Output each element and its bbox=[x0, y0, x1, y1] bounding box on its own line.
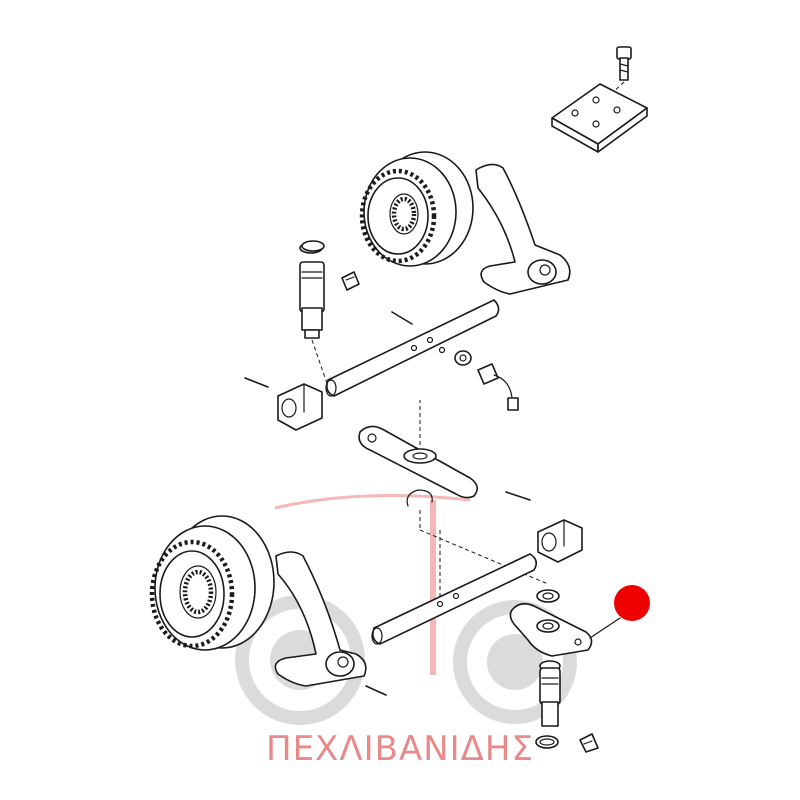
lower-gear-hub bbox=[149, 515, 275, 651]
lower-shift-fork bbox=[274, 551, 367, 687]
upper-gear-hub bbox=[359, 151, 474, 267]
shift-lever-plate bbox=[358, 400, 478, 499]
o-ring bbox=[535, 735, 559, 749]
lower-detent-block bbox=[537, 519, 583, 563]
lower-plunger bbox=[539, 660, 561, 727]
o-ring bbox=[301, 240, 325, 252]
watermark-wordmark: ΠΕΧΛΙΒΑΝΙΔΗΣ bbox=[266, 729, 534, 769]
snap-ring bbox=[406, 489, 549, 585]
cover-plate bbox=[551, 83, 648, 153]
callout-leader-line bbox=[589, 617, 621, 639]
roll-pin bbox=[244, 377, 269, 388]
upper-detent-block bbox=[277, 383, 323, 431]
small-screw bbox=[341, 271, 360, 291]
upper-plunger bbox=[299, 242, 331, 393]
watermark-right-hub bbox=[487, 634, 543, 690]
small-screw bbox=[579, 733, 599, 753]
washer bbox=[536, 589, 560, 603]
callout-marker[interactable] bbox=[589, 585, 650, 639]
watermark-roof-line bbox=[274, 494, 471, 510]
roll-pin bbox=[391, 311, 413, 325]
lower-lever bbox=[509, 602, 593, 657]
callout-dot[interactable] bbox=[614, 585, 650, 621]
roll-pin bbox=[365, 685, 387, 696]
sensor-switch bbox=[454, 350, 519, 411]
watermark-cab-post bbox=[430, 500, 436, 675]
roll-pin bbox=[505, 491, 531, 501]
lower-shift-rod bbox=[371, 530, 538, 645]
upper-shift-fork bbox=[475, 163, 571, 295]
upper-shift-rod bbox=[325, 299, 500, 397]
